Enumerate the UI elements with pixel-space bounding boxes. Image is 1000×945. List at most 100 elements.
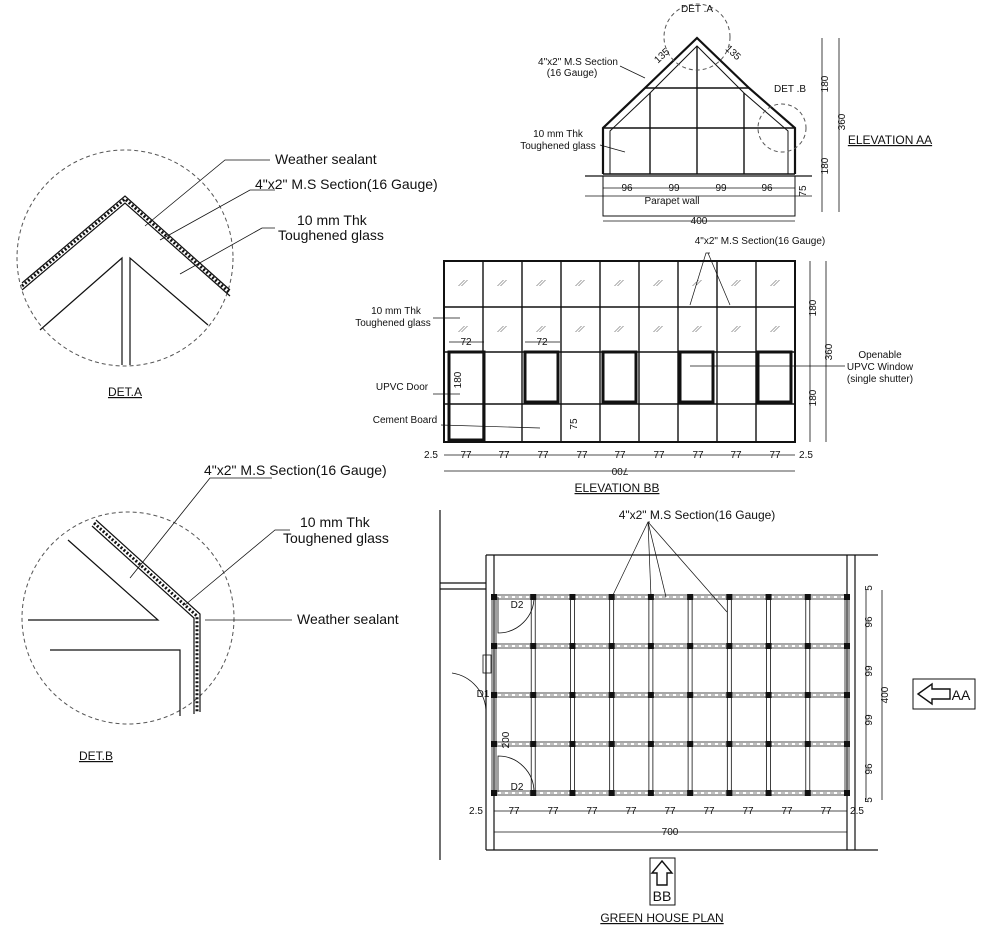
elevation-bb: 4"x2" M.S Section(16 Gauge) 10 mm Thk To… <box>355 236 914 495</box>
plan-column <box>765 692 772 698</box>
det-a-label-glass-2: Toughened glass <box>278 227 384 243</box>
plan-bay-dim: 77 <box>508 806 520 817</box>
plan-bay-dim: 77 <box>820 806 832 817</box>
elevation-aa: DET .A DET .B 4"x2" M.S Section (16 Gaug… <box>520 3 932 227</box>
plan-column <box>647 643 654 649</box>
elev-aa-dim-total: 400 <box>691 216 708 227</box>
plan-bay-dim: 2.5 <box>850 806 864 817</box>
plan-bay-dim: 77 <box>703 806 715 817</box>
plan-column <box>765 790 772 796</box>
plan-column <box>569 790 576 796</box>
det-a-label-glass-1: 10 mm Thk <box>297 212 368 228</box>
elev-bb-bay-dim: 77 <box>576 450 588 461</box>
elev-bb-dim-75: 75 <box>569 418 580 430</box>
green-house-plan: D2 D1 D2 200 4"x2" M.S Section(16 Gauge)… <box>439 508 976 925</box>
elev-bb-title: ELEVATION BB <box>575 481 660 495</box>
section-aa-arrow-icon: AA <box>912 678 976 710</box>
elev-aa-h-180-top: 180 <box>820 75 831 92</box>
elev-bb-h-360: 360 <box>824 343 835 360</box>
elev-bb-door: UPVC Door <box>376 382 429 393</box>
plan-side-total: 400 <box>880 686 891 703</box>
det-a-label-section: 4"x2" M.S Section(16 Gauge) <box>255 176 438 192</box>
section-bb-mark: BB <box>653 888 672 904</box>
plan-bay-dim: 77 <box>742 806 754 817</box>
plan-column <box>491 692 497 698</box>
elev-aa-dim-96-a: 96 <box>621 183 633 194</box>
plan-side-99-b: 99 <box>864 714 875 726</box>
elev-bb-dim-72-b: 72 <box>536 337 548 348</box>
plan-dim-total: 700 <box>662 827 679 838</box>
plan-column <box>765 741 772 747</box>
elev-bb-bay-dim: 2.5 <box>799 450 813 461</box>
plan-column <box>491 741 497 747</box>
plan-column <box>647 692 654 698</box>
plan-column <box>608 790 615 796</box>
detail-b-circle <box>21 511 235 725</box>
plan-side-96-top: 96 <box>864 616 875 628</box>
elev-aa-section-2: (16 Gauge) <box>547 68 598 79</box>
plan-bay-dim: 77 <box>664 806 676 817</box>
plan-column <box>804 790 811 796</box>
elev-bb-h-180-bottom: 180 <box>808 389 819 406</box>
plan-column <box>726 790 733 796</box>
elev-bb-glass-1: 10 mm Thk <box>371 306 422 317</box>
plan-column <box>491 790 497 796</box>
elev-bb-bay-dim: 77 <box>653 450 665 461</box>
det-b-title: DET.B <box>79 749 113 763</box>
elev-bb-bay-dim: 77 <box>498 450 510 461</box>
elev-bb-bay-dim: 77 <box>769 450 781 461</box>
plan-column <box>687 692 694 698</box>
det-b-label-glass-2: Toughened glass <box>283 530 389 546</box>
elev-bb-bay-dim: 77 <box>537 450 549 461</box>
plan-column <box>608 643 615 649</box>
elev-aa-dim-135-left: 135 <box>652 46 672 66</box>
det-b-label-sealant: Weather sealant <box>297 611 399 627</box>
elev-aa-parapet: Parapet wall <box>644 196 699 207</box>
elev-aa-dim-99-b: 99 <box>715 183 727 194</box>
plan-column <box>530 741 537 747</box>
plan-column <box>804 741 811 747</box>
plan-column <box>530 594 537 600</box>
plan-column <box>569 741 576 747</box>
plan-column <box>687 643 694 649</box>
plan-column <box>844 692 850 698</box>
det-a-title: DET.A <box>108 385 142 399</box>
plan-dim-200: 200 <box>501 731 512 748</box>
plan-side-5-top: 5 <box>864 585 875 591</box>
elev-bb-cement: Cement Board <box>373 415 437 426</box>
plan-column <box>647 741 654 747</box>
plan-column <box>844 790 850 796</box>
elev-bb-openable: Openable <box>858 350 902 361</box>
elev-aa-glass-2: Toughened glass <box>520 141 596 152</box>
elev-aa-title: ELEVATION AA <box>848 133 932 147</box>
section-aa-mark: AA <box>952 687 971 703</box>
plan-column <box>491 643 497 649</box>
plan-column <box>608 741 615 747</box>
elev-aa-h-360: 360 <box>837 113 848 130</box>
elev-aa-h-75: 75 <box>798 185 809 197</box>
elev-bb-window: UPVC Window <box>847 362 914 373</box>
plan-column <box>687 741 694 747</box>
detail-a-circle <box>16 149 234 367</box>
plan-bay-dim: 77 <box>781 806 793 817</box>
elev-aa-det-a: DET .A <box>681 4 713 15</box>
elev-bb-bay-dim: 77 <box>460 450 472 461</box>
plan-column <box>844 741 850 747</box>
elev-bb-shutter: (single shutter) <box>847 374 913 385</box>
plan-column <box>569 643 576 649</box>
plan-column <box>804 643 811 649</box>
elev-bb-dim-72-a: 72 <box>460 337 472 348</box>
elev-bb-bay-dim: 77 <box>730 450 742 461</box>
plan-side-5-bottom: 5 <box>864 797 875 803</box>
elev-aa-h-180-bottom: 180 <box>820 157 831 174</box>
plan-column <box>608 594 615 600</box>
elev-bb-bay-dim: 77 <box>692 450 704 461</box>
plan-door-d2-bottom: D2 <box>511 782 524 793</box>
section-bb-arrow-icon: BB <box>649 857 676 906</box>
elev-aa-dim-96-b: 96 <box>761 183 773 194</box>
plan-bay-dim: 77 <box>586 806 598 817</box>
plan-side-96-bottom: 96 <box>864 763 875 775</box>
elev-aa-dim-99-a: 99 <box>668 183 680 194</box>
plan-column <box>844 643 850 649</box>
plan-title: GREEN HOUSE PLAN <box>600 911 723 925</box>
